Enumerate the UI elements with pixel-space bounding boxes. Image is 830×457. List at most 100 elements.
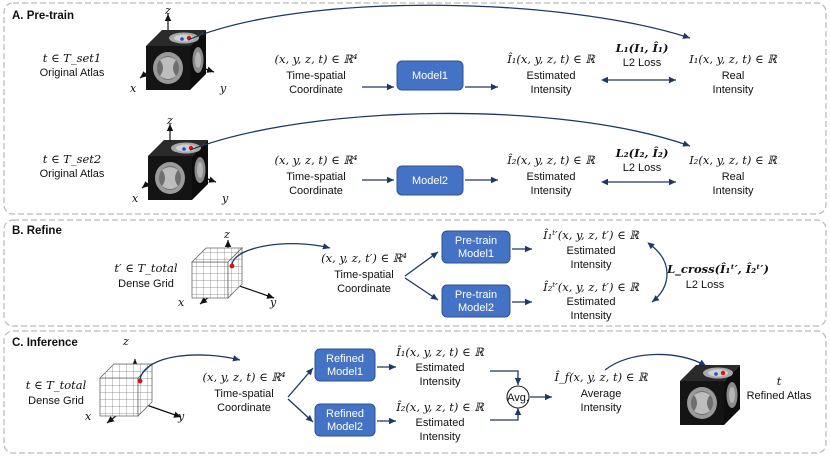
pretrain-row2: z x y t ∈ T_set2 Original Atlas (x, y, z… <box>40 112 778 205</box>
refine-title: B. Refine <box>12 225 62 237</box>
coord-math-2: (x, y, z, t) ∈ ℝ⁴ <box>274 153 357 167</box>
pretrain-title: A. Pre-train <box>12 10 74 22</box>
x-axis-label: x <box>178 296 185 309</box>
set1-label: t ∈ T_set1 <box>43 51 102 65</box>
refine-coord-label-b: Coordinate <box>337 283 391 295</box>
final-to-refined-atlas-arrow <box>604 353 707 371</box>
coord-to-refined-model2-arrow <box>287 398 314 423</box>
y-axis-label: y <box>219 82 227 95</box>
cross-loss-label: L2 Loss <box>686 279 725 291</box>
inference-est2-label-b: Intensity <box>420 431 461 443</box>
refined-model1-label-a: Refined <box>326 353 364 365</box>
dense-grid-cube-refine <box>191 247 243 299</box>
real-label-1a: Real <box>722 70 745 82</box>
z-axis-label: z <box>164 4 171 17</box>
refined-model2-label-a: Refined <box>326 408 364 420</box>
inference-est1-label-b: Intensity <box>420 376 461 388</box>
atlas-to-real-arrow-2 <box>189 112 691 151</box>
loss-label-2: L2 Loss <box>623 162 662 174</box>
refine-est2-label-b: Intensity <box>571 310 612 322</box>
final-math: Î_f(x, y, z, t) ∈ ℝ <box>554 370 649 384</box>
inference-est1-label-a: Estimated <box>416 362 465 374</box>
refined-model1-box <box>314 348 376 382</box>
pretrain-model2-box <box>441 284 511 318</box>
coord-label-2a: Time-spatial <box>286 171 346 183</box>
avg-node <box>506 385 530 409</box>
inference-est2-math: Î₂(x, y, z, t) ∈ ℝ <box>395 400 485 414</box>
inference-grid-label: Dense Grid <box>28 395 84 407</box>
refine-panel <box>3 219 827 327</box>
real-label-2b: Intensity <box>713 185 754 197</box>
model1-label: Model1 <box>412 70 448 82</box>
final-label-a: Average <box>581 388 622 400</box>
refined-atlas-cube <box>680 365 740 425</box>
refined-model1-label-b: Model1 <box>327 366 363 378</box>
coord-to-pretrain-model2-arrow <box>404 277 439 301</box>
real-math-1: I₁(x, y, z, t) ∈ ℝ <box>688 52 778 66</box>
x-axis-label: x <box>130 82 137 95</box>
coord-label-2b: Coordinate <box>289 185 343 197</box>
atlas-to-real-arrow-1 <box>187 4 691 41</box>
coord-math-1: (x, y, z, t) ∈ ℝ⁴ <box>274 52 357 66</box>
refined-model2-label-b: Model2 <box>327 421 363 433</box>
coord-label-1a: Time-spatial <box>286 70 346 82</box>
est1-to-avg-arrow <box>490 370 522 385</box>
refine-grid-label: Dense Grid <box>118 278 174 290</box>
refined-model2-box <box>314 403 376 437</box>
inference-est1-math: Î₁(x, y, z, t) ∈ ℝ <box>395 345 485 359</box>
inference-est2-label-a: Estimated <box>416 417 465 429</box>
model2-box <box>396 165 464 196</box>
grid-to-coord-arrow <box>139 354 241 380</box>
refine-est1-label-a: Estimated <box>567 245 616 257</box>
estimate-label-2a: Estimated <box>527 171 576 183</box>
cross-loss-math: L_cross(Î₁ᵗ′, Î₂ᵗ′) <box>666 262 769 277</box>
estimate-label-1a: Estimated <box>527 70 576 82</box>
est2-to-avg-arrow <box>490 408 522 421</box>
coord-label-1b: Coordinate <box>289 84 343 96</box>
refine-set-label: t′ ∈ T_total <box>114 261 177 275</box>
refine-section: z x y t′ ∈ T_total Dense Grid (x, y, z, … <box>114 228 769 322</box>
pretrain-row1: z x y t ∈ T_set1 Original Atlas (x, y, z… <box>40 4 779 96</box>
refine-est2-label-a: Estimated <box>567 296 616 308</box>
estimate-label-2b: Intensity <box>531 185 572 197</box>
real-label-1b: Intensity <box>713 84 754 96</box>
real-math-2: I₂(x, y, z, t) ∈ ℝ <box>688 153 778 167</box>
model1-box <box>396 60 464 91</box>
y-axis-label: y <box>269 296 277 309</box>
z-axis-label: z <box>223 228 230 241</box>
z-axis-label: z <box>122 335 129 348</box>
coord-to-pretrain-model1-arrow <box>404 251 439 277</box>
estimate-math-2: Î₂(x, y, z, t) ∈ ℝ <box>506 153 596 167</box>
real-label-2a: Real <box>722 171 745 183</box>
refine-coord-label-a: Time-spatial <box>334 269 394 281</box>
refine-est1-label-b: Intensity <box>571 259 612 271</box>
model2-label: Model2 <box>412 175 448 187</box>
pretrain-model1-label-a: Pre-train <box>455 235 497 247</box>
x-axis-label: x <box>85 410 92 423</box>
y-axis-label: y <box>221 192 229 205</box>
pretrain-model2-label-b: Model2 <box>458 302 494 314</box>
refine-est1-math: Î₁ᵗ′(x, y, z, t′) ∈ ℝ <box>542 228 640 242</box>
loss-math-1: L₁(I₁, Î₁) <box>615 41 669 55</box>
refined-atlas-set-label: t <box>777 374 782 388</box>
original-atlas-label-1: Original Atlas <box>40 67 105 79</box>
y-axis-label: y <box>177 410 185 423</box>
inference-set-label: t ∈ T_total <box>26 378 87 392</box>
inference-section: z x y t ∈ T_total Dense Grid (x, y, z, t… <box>26 335 812 443</box>
refine-coord-math: (x, y, z, t′) ∈ ℝ⁴ <box>321 251 407 265</box>
inference-title: C. Inference <box>12 337 78 349</box>
pretrain-panel <box>3 2 827 215</box>
inference-panel <box>3 330 827 454</box>
loss-label-1: L2 Loss <box>623 57 662 69</box>
loss-math-2: L₂(I₂, Î₂) <box>615 146 669 160</box>
inference-coord-label-b: Coordinate <box>217 402 271 414</box>
final-label-b: Intensity <box>581 402 622 414</box>
z-axis-label: z <box>166 114 173 127</box>
estimate-label-1b: Intensity <box>531 84 572 96</box>
pretrain-model1-label-b: Model1 <box>458 248 494 260</box>
inference-coord-label-a: Time-spatial <box>214 388 274 400</box>
set2-label: t ∈ T_set2 <box>43 152 102 166</box>
pretrain-model1-box <box>441 230 511 264</box>
pretrain-model2-label-a: Pre-train <box>455 289 497 301</box>
